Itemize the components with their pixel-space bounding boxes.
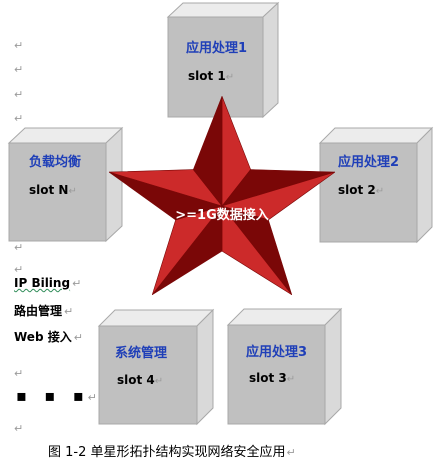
return-mark: ↵ [73, 331, 83, 344]
box-top-app2 [318, 127, 434, 144]
node-title-app2: 应用处理2 [338, 154, 399, 170]
node-box-sys: 系统管理 slot 4↵ [97, 308, 215, 426]
node-slot-app3: slot 3↵ [249, 371, 295, 385]
node-slot-app2: slot 2↵ [338, 183, 384, 197]
side-note-text: 路由管理 [14, 304, 63, 318]
box-front-app1 [167, 16, 264, 118]
box-side-lb [105, 126, 123, 243]
return-mark: ↵ [14, 63, 24, 76]
node-box-lb: 负载均衡 slot N↵ [7, 126, 124, 243]
node-title-app3: 应用处理3 [246, 344, 307, 360]
side-note-text: IP Biling [14, 276, 71, 290]
ellipsis: ▪ ▪ ▪↵ [16, 386, 97, 405]
side-note-web: Web 接入↵ [14, 328, 83, 345]
box-side-app2 [416, 126, 433, 244]
figure-caption: 图 1-2 单星形拓扑结构实现网络安全应用↵ [48, 441, 296, 460]
node-box-app2: 应用处理2 slot 2↵ [318, 126, 434, 244]
node-box-app3: 应用处理3 slot 3↵ [226, 307, 343, 426]
box-front-lb [8, 142, 107, 242]
box-side-app1 [262, 1, 279, 119]
box-top-app1 [166, 2, 280, 18]
box-side-sys [196, 308, 214, 426]
node-title-app1: 应用处理1 [186, 40, 247, 56]
box-top-app3 [226, 308, 343, 326]
return-mark: ↵ [14, 367, 24, 380]
caption-text: 图 1-2 单星形拓扑结构实现网络安全应用 [48, 445, 286, 460]
return-mark: ↵ [14, 241, 24, 254]
central-star [108, 96, 336, 296]
node-slot-app1: slot 1↵ [188, 69, 234, 83]
box-side-app3 [324, 307, 342, 426]
ellipsis-dots: ▪ ▪ ▪ [16, 386, 90, 405]
side-note-ip-billing: IP Biling↵ [14, 276, 81, 290]
node-box-app1: 应用处理1 slot 1↵ [166, 1, 280, 119]
box-front-app2 [319, 142, 418, 243]
star-center-label: >=1G数据接入 [175, 207, 269, 223]
return-mark: ↵ [87, 391, 97, 404]
node-title-lb: 负载均衡 [29, 154, 81, 170]
return-mark: ↵ [14, 263, 24, 276]
return-mark: ↵ [14, 112, 24, 125]
node-slot-lb: slot N↵ [29, 183, 77, 197]
node-title-sys: 系统管理 [115, 345, 167, 361]
box-top-lb [7, 127, 124, 144]
box-top-sys [97, 309, 215, 327]
box-front-sys [98, 325, 198, 425]
box-front-app3 [227, 324, 326, 425]
star-facet [192, 96, 223, 207]
side-note-text: Web 接入 [14, 330, 72, 344]
return-mark: ↵ [64, 305, 74, 318]
node-slot-sys: slot 4↵ [117, 373, 163, 387]
return-mark: ↵ [72, 277, 82, 290]
return-mark: ↵ [286, 446, 296, 459]
return-mark: ↵ [14, 422, 24, 435]
return-mark: ↵ [14, 88, 24, 101]
return-mark: ↵ [14, 39, 24, 52]
side-note-routing: 路由管理↵ [14, 302, 73, 319]
